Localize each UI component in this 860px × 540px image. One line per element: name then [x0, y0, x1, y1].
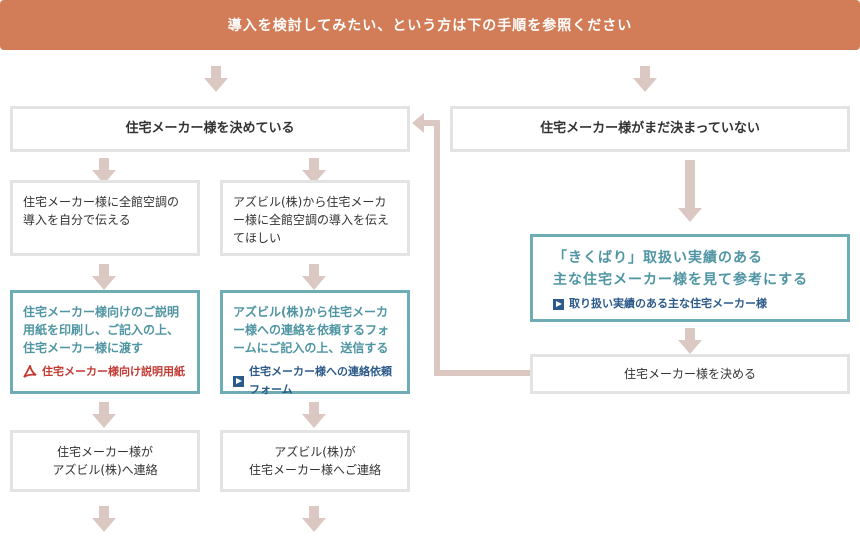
reference-title-line2: 主な住宅メーカー様を見て参考にする — [553, 272, 809, 288]
makers-list-link-label[interactable]: 取り扱い実績のある主な住宅メーカー様 — [569, 297, 767, 310]
azbil-contacts-line2: 住宅メーカー様へご連絡 — [248, 463, 381, 477]
down-arrow — [204, 66, 228, 92]
maker-contacts-line1: 住宅メーカー様が — [56, 445, 153, 459]
decided-header-text: 住宅メーカー様を決めている — [125, 121, 295, 136]
print-form-text: 住宅メーカー様向けのご説明用紙を印刷し、ご記入の上、住宅メーカー様に渡す — [23, 305, 180, 355]
down-arrow — [678, 160, 702, 226]
down-arrow — [92, 264, 116, 290]
down-arrow — [302, 506, 326, 532]
makers-list-link[interactable]: 取り扱い実績のある主な住宅メーカー様 — [553, 295, 847, 313]
down-arrow — [92, 506, 116, 532]
azbil-notify-step: アズビル(株)から住宅メーカー様に全館空調の導入を伝えてほしい — [220, 180, 410, 256]
decide-maker-text: 住宅メーカー様を決める — [623, 367, 756, 381]
reference-makers-box: 「きくばり」取扱い実績のある 主な住宅メーカー様を見て参考にする 取り扱い実績の… — [530, 234, 850, 322]
undecided-header-text: 住宅メーカー様がまだ決まっていない — [540, 121, 760, 136]
decided-header: 住宅メーカー様を決めている — [10, 106, 410, 152]
request-form-link[interactable]: 住宅メーカー様への連絡依頼フォーム — [233, 363, 397, 399]
banner-text: 導入を検討してみたい、という方は下の手順を参照ください — [227, 18, 633, 34]
print-form-step: 住宅メーカー様向けのご説明用紙を印刷し、ご記入の上、住宅メーカー様に渡す 住宅メ… — [10, 290, 200, 394]
instruction-banner: 導入を検討してみたい、という方は下の手順を参照ください — [0, 0, 860, 50]
request-form-text: アズビル(株)から住宅メーカー様への連絡を依頼するフォームにご記入の上、送信する — [233, 305, 390, 355]
pdf-icon — [23, 363, 37, 379]
undecided-header: 住宅メーカー様がまだ決まっていない — [450, 106, 850, 152]
pdf-link-label[interactable]: 住宅メーカー様向け説明用紙 — [42, 365, 185, 378]
request-form-step: アズビル(株)から住宅メーカー様への連絡を依頼するフォームにご記入の上、送信する… — [220, 290, 410, 396]
azbil-contacts-step: アズビル(株)が 住宅メーカー様へご連絡 — [220, 430, 410, 492]
play-icon — [553, 298, 564, 310]
down-arrow — [92, 402, 116, 428]
down-arrow — [678, 328, 702, 354]
azbil-contacts-line1: アズビル(株)が — [274, 445, 356, 459]
return-connector-horizontal — [434, 370, 530, 376]
pdf-link[interactable]: 住宅メーカー様向け説明用紙 — [23, 363, 187, 381]
return-arrow-head — [412, 113, 424, 133]
return-connector-top — [422, 120, 440, 126]
self-notify-text: 住宅メーカー様に全館空調の導入を自分で伝える — [23, 195, 180, 227]
return-connector-vertical — [434, 120, 440, 376]
play-icon — [233, 375, 244, 387]
down-arrow — [302, 264, 326, 290]
maker-contacts-line2: アズビル(株)へ連絡 — [52, 463, 158, 477]
azbil-notify-text: アズビル(株)から住宅メーカー様に全館空調の導入を伝えてほしい — [233, 195, 390, 245]
self-notify-step: 住宅メーカー様に全館空調の導入を自分で伝える — [10, 180, 200, 256]
down-arrow — [302, 402, 326, 428]
down-arrow — [633, 66, 657, 92]
decide-maker-box: 住宅メーカー様を決める — [530, 354, 850, 394]
request-form-link-label[interactable]: 住宅メーカー様への連絡依頼フォーム — [249, 365, 392, 396]
maker-contacts-step: 住宅メーカー様が アズビル(株)へ連絡 — [10, 430, 200, 492]
reference-title-line1: 「きくばり」取扱い実績のある — [553, 250, 763, 266]
